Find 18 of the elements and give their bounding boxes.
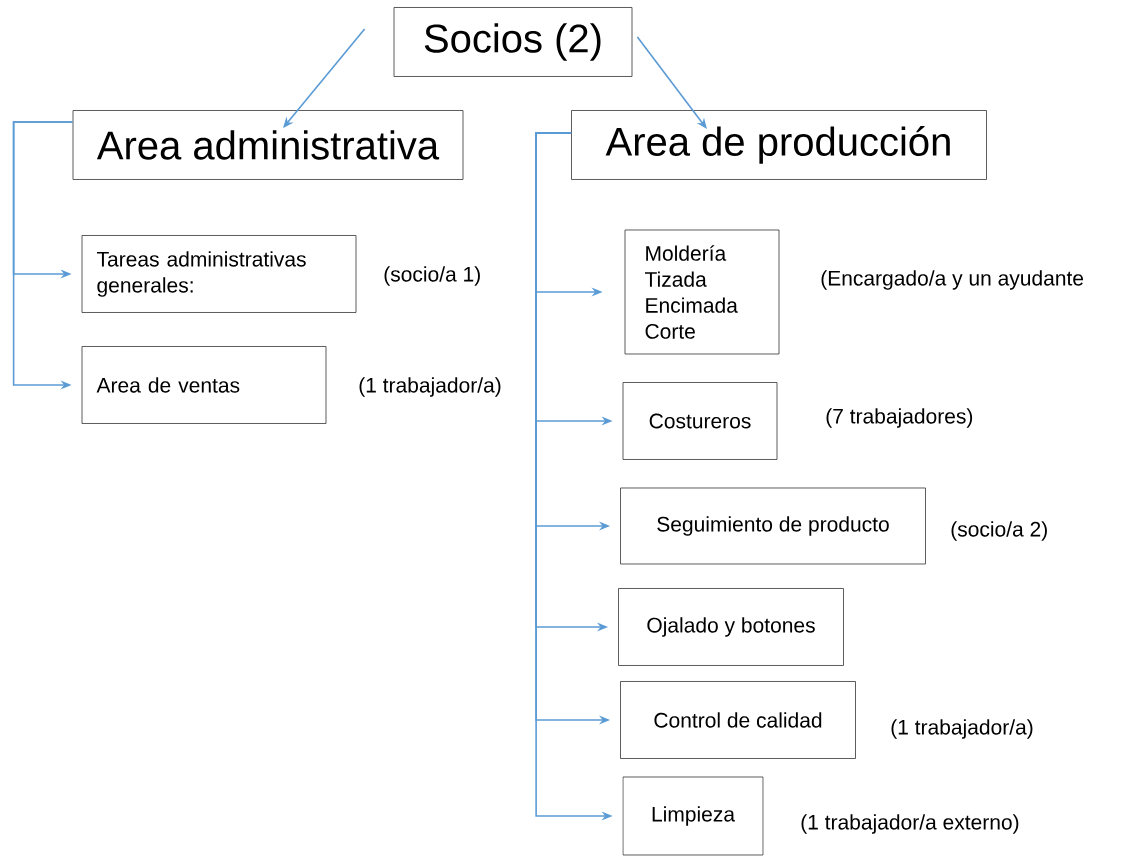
process-box: Tareas administrativas generales: [81,235,357,313]
process-box: Area de ventas [81,346,327,424]
process-box: Control de calidad [620,681,856,759]
process-box: Area de producción [571,110,987,180]
process-box: Costureros [622,382,778,460]
process-box: Seguimiento de producto [620,487,926,565]
note-text: (1 trabajador/a) [359,377,501,397]
process-box: Area administrativa [72,110,464,180]
note-text: (7 trabajadores) [826,408,973,428]
process-box: Limpieza [622,776,764,856]
process-box: Socios (2) [393,7,633,77]
note-text: (1 trabajador/a) [891,719,1033,739]
note-text: (1 trabajador/a externo) [801,814,1019,834]
process-box: Moldería Tizada Encimada Corte [624,229,780,355]
note-text: (Encargado/a y un ayudante [821,270,1084,290]
process-box: Ojalado y botones [618,588,844,666]
note-text: (socio/a 1) [384,266,480,286]
note-text: (socio/a 2) [951,521,1047,541]
